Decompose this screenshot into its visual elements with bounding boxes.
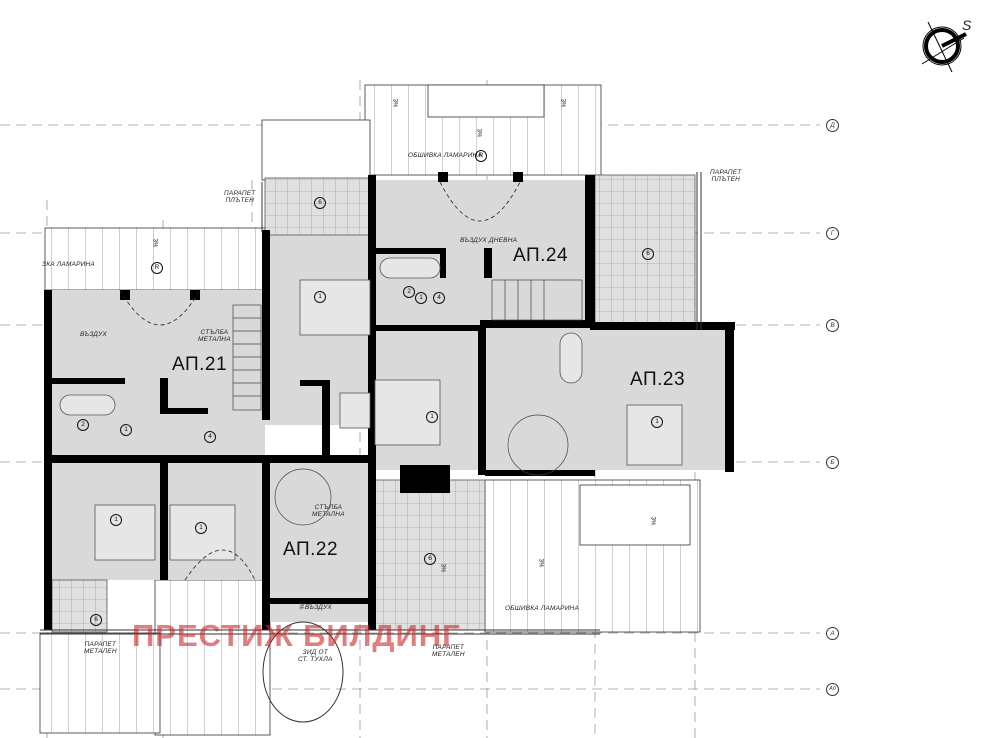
compass-icon <box>921 21 967 73</box>
room-tag-terrace: 6 <box>90 614 102 626</box>
parapet-line2: ПЛЪТЕН <box>711 175 741 183</box>
room-tag-hall: 4 <box>433 292 445 304</box>
slope-marker: 3% <box>151 238 158 248</box>
parapets <box>40 172 702 723</box>
apartment-label-ap21: АП.21 <box>172 354 228 375</box>
room-tag-bedroom: 1 <box>110 514 122 526</box>
room-tag-bedroom: 1 <box>415 292 427 304</box>
room-tag-bedroom: 1 <box>651 416 663 428</box>
apartment-label-ap22: АП.22 <box>283 539 339 560</box>
north-arrow: S <box>918 14 978 74</box>
room-tag-terrace: 6 <box>424 553 436 565</box>
parapet-line2: ПЛЪТЕН <box>225 196 255 204</box>
room-tag-terrace: 6 <box>314 197 326 209</box>
parapet-line1: ПАРАПЕТ <box>224 190 256 197</box>
door-swings <box>119 181 521 581</box>
door-tag: R <box>475 150 487 162</box>
brick-line2: СТ. ТУХЛА <box>298 655 333 663</box>
parapet-line1: ПАРАПЕТ <box>710 169 742 176</box>
grid-axis-a: А <box>826 627 839 640</box>
room-tag-bedroom: 1 <box>195 522 207 534</box>
slope-marker: 3% <box>391 98 398 108</box>
stair-line2: МЕТАЛНА <box>198 335 231 343</box>
stair-line2: МЕТАЛНА <box>312 510 345 518</box>
watermark: ПРЕСТИЖ БИЛДИНГ <box>132 618 461 653</box>
grid-axis-a0: А0 <box>826 683 839 696</box>
apartment-label-ap24: АП.24 <box>513 245 569 266</box>
parapet-line1: ПАРАПЕТ <box>84 641 117 648</box>
slope-marker: 3% <box>559 98 566 108</box>
stairs <box>232 279 583 526</box>
note-roof-sheet-bottom: ОБШИВКА ЛАМАРИНА <box>505 605 579 612</box>
room-tag-bedroom: 1 <box>120 424 132 436</box>
grid-axis-d: Д <box>826 119 839 132</box>
room-tag-hall: 4 <box>204 431 216 443</box>
walls <box>44 172 735 630</box>
room-tag-bathroom: 2 <box>77 419 89 431</box>
room-tag-bedroom: 1 <box>314 291 326 303</box>
slope-marker: 3% <box>439 563 446 573</box>
slope-marker: 3% <box>649 516 656 526</box>
slope-marker: 3% <box>297 600 304 610</box>
slope-marker: 3% <box>475 128 482 138</box>
grid-axis-g: Г <box>826 227 839 240</box>
note-roof-sheet-top: ОБШИВКА ЛАМАРИНА <box>408 152 482 159</box>
note-roof-sheet-left: ЗКА ЛАМАРИНА <box>42 261 95 268</box>
apartment-label-ap23: АП.23 <box>630 369 686 390</box>
parapet-line2: МЕТАЛЕН <box>84 647 117 655</box>
note-void-ap22: ВЪЗДУХ <box>305 604 332 611</box>
room-tag-bedroom: 1 <box>426 411 438 423</box>
room-tag-terrace: 6 <box>642 248 654 260</box>
door-tag: R <box>151 262 163 274</box>
north-label: S <box>962 17 972 33</box>
note-void-living-ap24: ВЪЗДУХ ДНЕВНА <box>460 237 518 244</box>
brick-line1: ЗИД ОТ <box>302 649 328 656</box>
slope-marker: 3% <box>537 558 544 568</box>
grid-axis-v: В <box>826 319 839 332</box>
room-tag-bathroom: 2 <box>403 286 415 298</box>
parapet-line2: МЕТАЛЕН <box>432 650 465 658</box>
grid-axis-b: Б <box>826 456 839 469</box>
stair-line1: СТЪЛБА <box>200 329 229 336</box>
note-void-ap21: ВЪЗДУХ <box>80 331 107 338</box>
stair-line1: СТЪЛБА <box>314 504 343 511</box>
parapet-line1: ПАРАПЕТ <box>432 644 465 651</box>
